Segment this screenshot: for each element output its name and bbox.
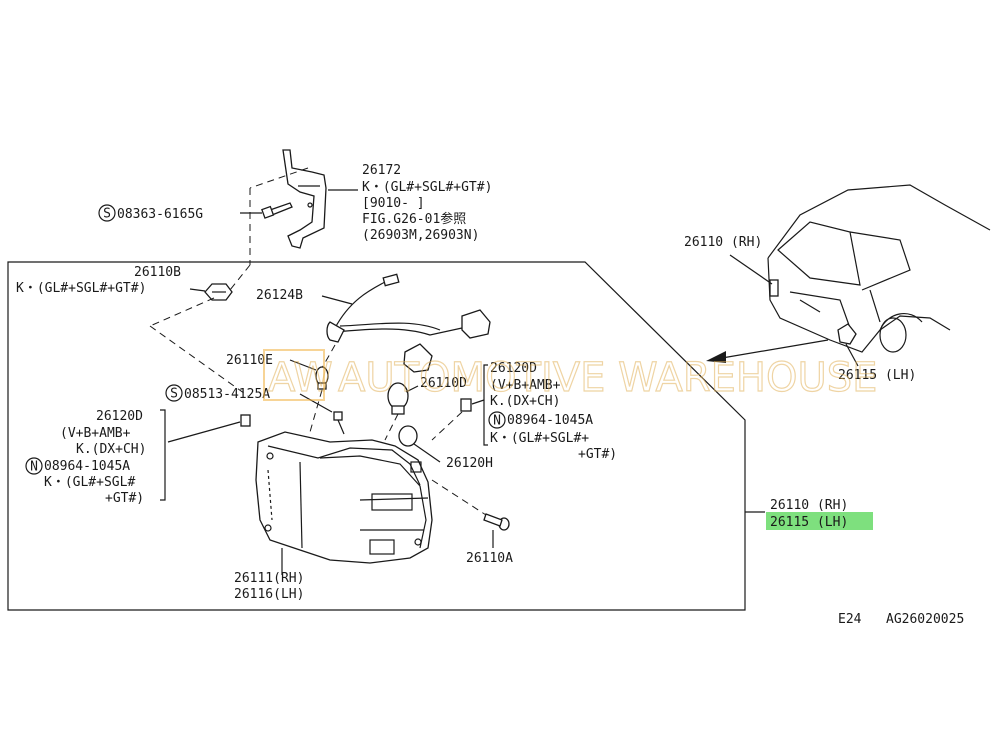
view-arrow: [706, 339, 829, 363]
label-26120d-right[interactable]: 26120D: [490, 361, 537, 376]
car-lamp-rh: [769, 279, 779, 297]
screw-26110a[interactable]: [483, 513, 510, 531]
note-26172-1: K・(GL#+SGL#+GT#): [362, 180, 492, 195]
label-26110b[interactable]: 26110B: [134, 265, 181, 280]
note-26120d-left-2: K.(DX+CH): [76, 442, 146, 457]
label-08363-6165g[interactable]: 08363-6165G: [117, 207, 203, 222]
label-26120d-left[interactable]: 26120D: [96, 409, 143, 424]
harness-26124b[interactable]: [326, 273, 491, 373]
note-26120d-left-1: (V+B+AMB+: [60, 426, 131, 441]
screw-08513[interactable]: [333, 411, 345, 435]
label-08964-left[interactable]: 08964-1045A: [44, 459, 130, 474]
note-26172-2: [9010- ]: [362, 196, 425, 211]
watermark: AW AUTOMOTIVE WAREHOUSE: [263, 349, 878, 402]
nut-26120d-left[interactable]: [240, 414, 251, 427]
vehicle-illustration: [767, 184, 991, 353]
page-code: E24: [838, 612, 862, 627]
label-assembly-rh[interactable]: 26110 (RH): [770, 498, 848, 513]
note-26120d-right-1: (V+B+AMB+: [490, 378, 561, 393]
svg-text:N: N: [493, 414, 501, 429]
leader-26120d-right: [471, 399, 485, 405]
highlight-box: [766, 512, 873, 530]
label-26110e[interactable]: 26110E: [226, 353, 273, 368]
label-26172[interactable]: 26172: [362, 163, 401, 178]
label-car-lh[interactable]: 26115 (LH): [838, 368, 916, 383]
bulb-26110d[interactable]: [387, 382, 409, 415]
note-26120d-right-2: K.(DX+CH): [490, 394, 560, 409]
dash-bracket-a: [249, 167, 309, 189]
dash-screw: [431, 479, 487, 516]
note-26110b: K・(GL#+SGL#+GT#): [16, 281, 146, 296]
label-26110a[interactable]: 26110A: [466, 551, 513, 566]
dash-bulb-d: [384, 413, 399, 441]
nut-symbol-left: N: [25, 457, 43, 475]
lamp-body[interactable]: [255, 431, 433, 564]
note-26120d-left-3: K・(GL#+SGL#: [44, 475, 135, 490]
leader-car-rh: [729, 254, 773, 285]
leader-26120h: [413, 443, 441, 463]
bolt-08363[interactable]: [261, 202, 293, 219]
figure-code: AG26020025: [886, 612, 964, 627]
standard-part-symbol-08513: S: [165, 384, 183, 402]
label-26120h[interactable]: 26120H: [446, 456, 493, 471]
bracket-right-notes: [483, 364, 488, 446]
bracket-left-notes: [160, 409, 166, 501]
svg-text:N: N: [30, 460, 38, 475]
leader-26120d-left: [167, 421, 241, 443]
dash-clip-b: [149, 325, 249, 397]
svg-text:S: S: [170, 387, 178, 402]
label-08513-4125a[interactable]: 08513-4125A: [184, 387, 270, 402]
dash-bulb-e: [309, 389, 323, 433]
svg-text:S: S: [103, 207, 111, 222]
dash-clip-a: [149, 297, 215, 327]
leader-26110d: [405, 385, 419, 393]
note-26120d-right-4: +GT#): [578, 447, 617, 462]
leader-08513: [299, 393, 333, 413]
bracket-26172[interactable]: [282, 149, 327, 249]
dash-nut-right: [431, 411, 463, 441]
dash-harness: [321, 344, 336, 369]
watermark-text: AUTOMOTIVE WAREHOUSE: [338, 355, 877, 401]
clip-26110b[interactable]: [204, 283, 233, 301]
dash-bracket-c: [229, 264, 251, 291]
label-26124b[interactable]: 26124B: [256, 288, 303, 303]
socket-26120h[interactable]: [398, 425, 418, 447]
note-26120d-left-4: +GT#): [105, 491, 144, 506]
nut-symbol-right: N: [488, 411, 506, 429]
leader-car-lh: [845, 343, 859, 367]
label-assembly-lh[interactable]: 26115 (LH): [770, 515, 848, 530]
label-08964-right[interactable]: 08964-1045A: [507, 413, 593, 428]
label-26111[interactable]: 26111(RH): [234, 571, 304, 586]
leader-26110e: [289, 359, 317, 371]
assembly-frame: [7, 261, 746, 611]
note-26172-4: (26903M,26903N): [362, 228, 479, 243]
label-26110d[interactable]: 26110D: [420, 376, 467, 391]
leader-26110b: [189, 288, 206, 292]
note-26120d-right-3: K・(GL#+SGL#+: [490, 431, 589, 446]
label-car-rh[interactable]: 26110 (RH): [684, 235, 762, 250]
watermark-logo: AW: [268, 355, 333, 401]
note-26172-3: FIG.G26-01参照: [362, 211, 466, 227]
label-26116[interactable]: 26116(LH): [234, 587, 304, 602]
standard-part-symbol-08363: S: [98, 204, 116, 222]
car-lamp-lh: [837, 323, 857, 345]
leader-26124b: [321, 295, 353, 305]
nut-26120d-right[interactable]: [460, 398, 472, 412]
